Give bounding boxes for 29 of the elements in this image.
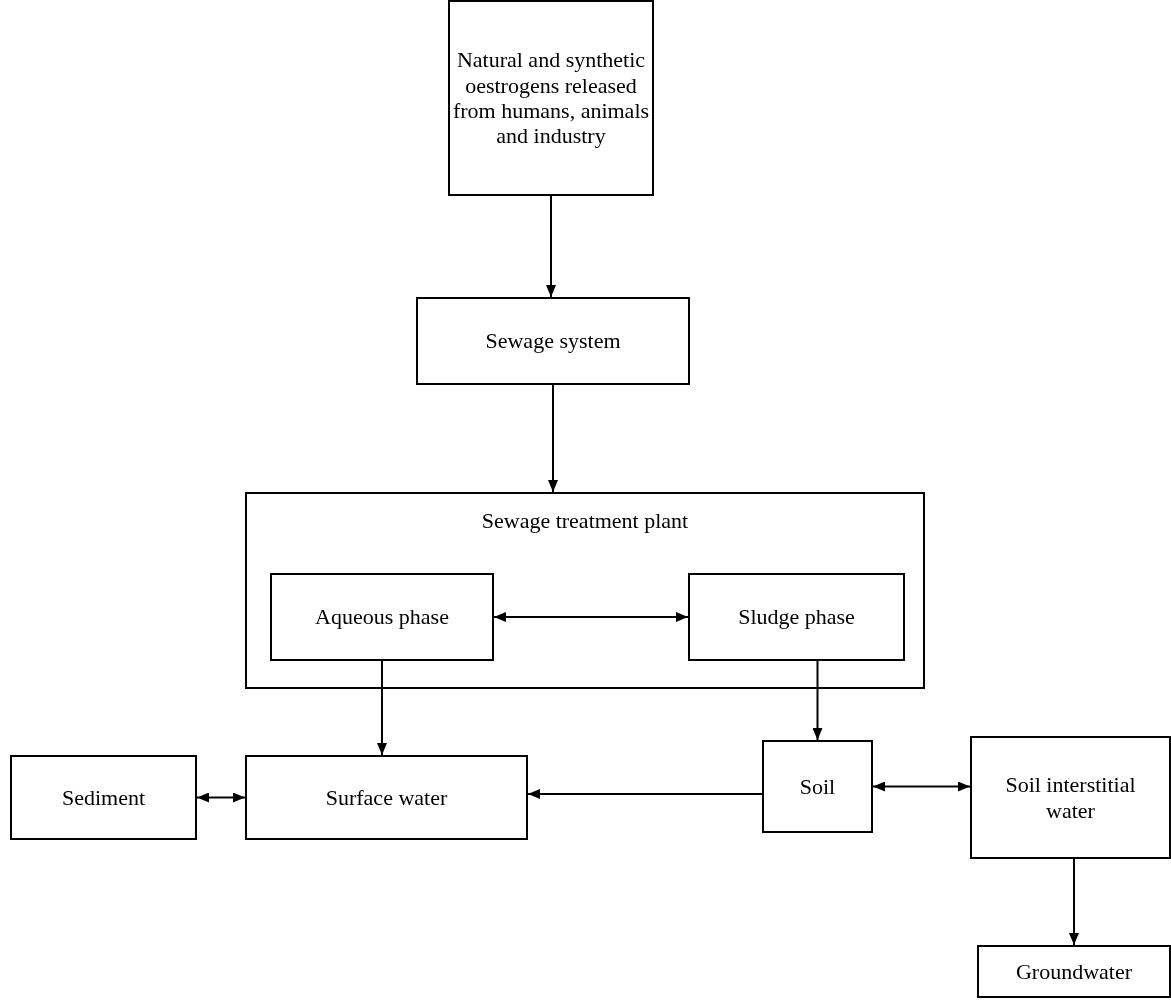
process-box	[977, 945, 1171, 998]
process-box	[970, 736, 1171, 859]
arrow	[872, 781, 971, 792]
arrow	[548, 384, 558, 493]
node-label: Sludge phase	[738, 604, 855, 630]
arrow	[196, 792, 246, 803]
node-label: Soil interstitial water	[1004, 772, 1137, 823]
arrow	[1069, 858, 1079, 946]
process-box	[270, 573, 494, 661]
arrow	[527, 789, 763, 799]
node-label: Natural and synthetic oestrogens released from humans, animals and industry	[451, 47, 651, 149]
node-label: Sewage system	[485, 328, 621, 354]
node-label: Sediment	[61, 784, 146, 811]
node-label: Sewage treatment plant	[481, 508, 689, 534]
node-label: Surface water	[325, 784, 448, 811]
node-label: Groundwater	[1015, 958, 1133, 985]
node-label: Aqueous phase	[315, 604, 449, 630]
process-box	[762, 740, 873, 833]
node-label: Soil	[799, 773, 836, 800]
process-box	[10, 755, 197, 840]
arrow	[493, 612, 689, 622]
process-box	[448, 0, 654, 196]
process-box	[245, 755, 528, 840]
process-box	[416, 297, 690, 385]
process-box	[688, 573, 905, 661]
group-box	[245, 492, 925, 689]
arrow	[546, 195, 556, 298]
arrow	[812, 660, 823, 741]
arrow	[377, 660, 387, 756]
